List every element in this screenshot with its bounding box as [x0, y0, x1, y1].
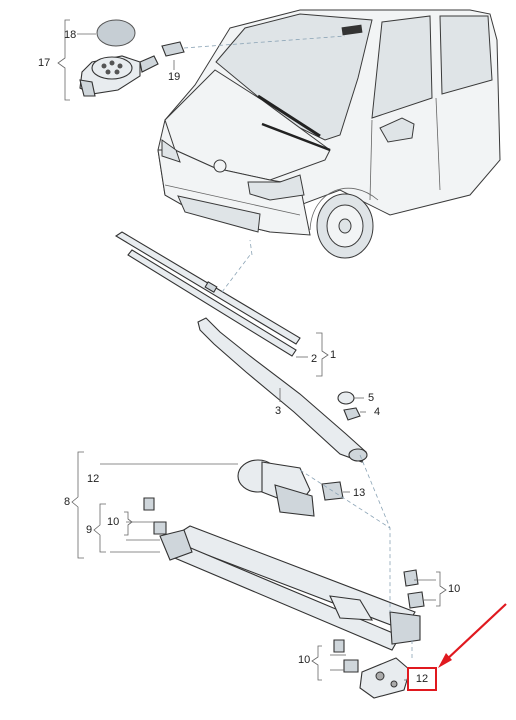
- label-17: 17: [38, 57, 51, 69]
- cap-and-nut: [337, 391, 366, 421]
- label-5: 5: [368, 392, 375, 404]
- wiper-arm: [197, 317, 368, 463]
- label-4: 4: [374, 406, 381, 418]
- label-1: 1: [330, 349, 337, 361]
- label-8: 8: [64, 496, 71, 508]
- wiper-linkage: [71, 451, 447, 699]
- rain-sensor-group: [57, 19, 346, 101]
- label-10-bottom: 10: [298, 654, 311, 666]
- label-2: 2: [311, 353, 318, 365]
- label-10-left: 10: [107, 516, 120, 528]
- label-3: 3: [275, 405, 282, 417]
- label-19: 19: [168, 71, 181, 83]
- label-9: 9: [86, 524, 93, 536]
- car-front-illustration: [157, 9, 501, 259]
- label-10-right: 10: [448, 583, 461, 595]
- label-13: 13: [353, 487, 366, 499]
- label-12-highlighted: 12: [415, 673, 429, 685]
- red-pointer-arrow: [438, 603, 507, 668]
- highlighted-label-12: 12: [407, 667, 437, 691]
- label-18: 18: [64, 29, 77, 41]
- wiper-motor: [100, 459, 391, 529]
- wiper-blade-assembly: [114, 231, 329, 377]
- label-12-motor: 12: [87, 473, 100, 485]
